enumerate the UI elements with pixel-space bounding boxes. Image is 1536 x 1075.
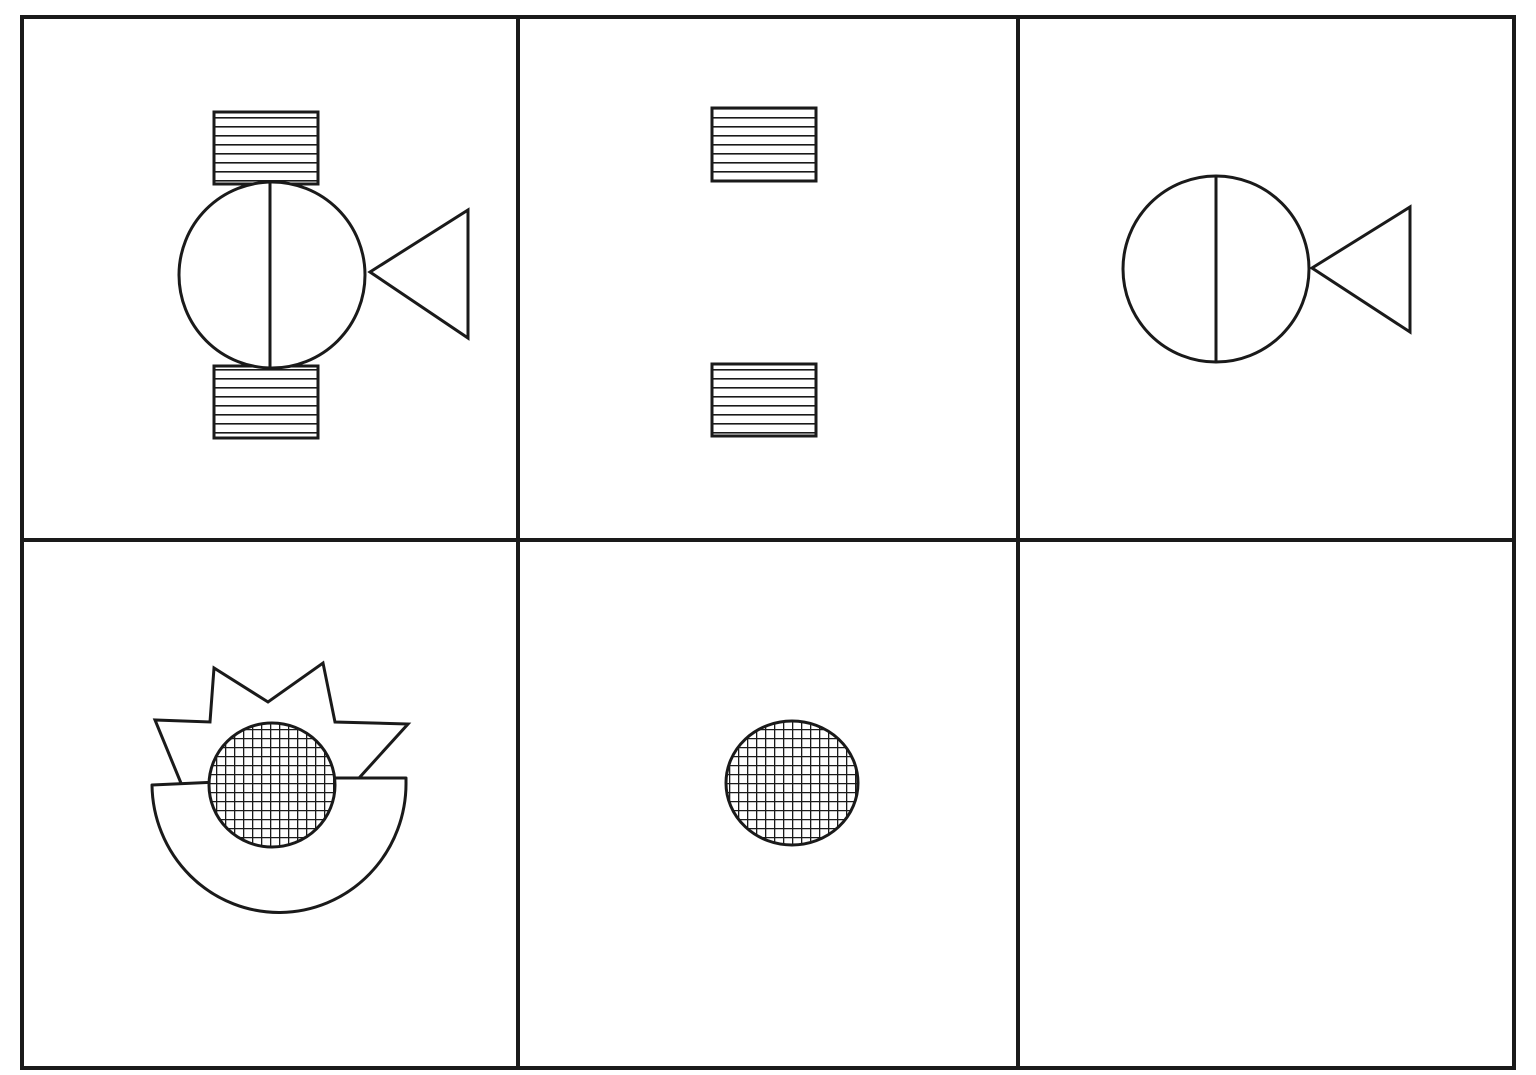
hatched-rectangle bbox=[212, 364, 320, 440]
puzzle-cell-r2c1 bbox=[150, 660, 412, 914]
puzzle-cell-r1c1 bbox=[177, 110, 470, 440]
triangle bbox=[367, 207, 470, 341]
hatched-rectangle bbox=[212, 110, 320, 186]
puzzle-cell-r2c2 bbox=[724, 719, 860, 847]
split-circle bbox=[177, 180, 367, 370]
grid-circle bbox=[724, 719, 860, 847]
grid-circle bbox=[207, 721, 337, 849]
hatched-rectangle bbox=[710, 362, 818, 438]
puzzle-frame bbox=[20, 15, 1516, 1070]
puzzle-cell-r1c2 bbox=[710, 106, 818, 438]
puzzle-cell-r1c3 bbox=[1121, 174, 1412, 364]
hatched-rectangle bbox=[710, 106, 818, 183]
split-circle bbox=[1121, 174, 1311, 364]
triangle bbox=[1309, 204, 1412, 335]
